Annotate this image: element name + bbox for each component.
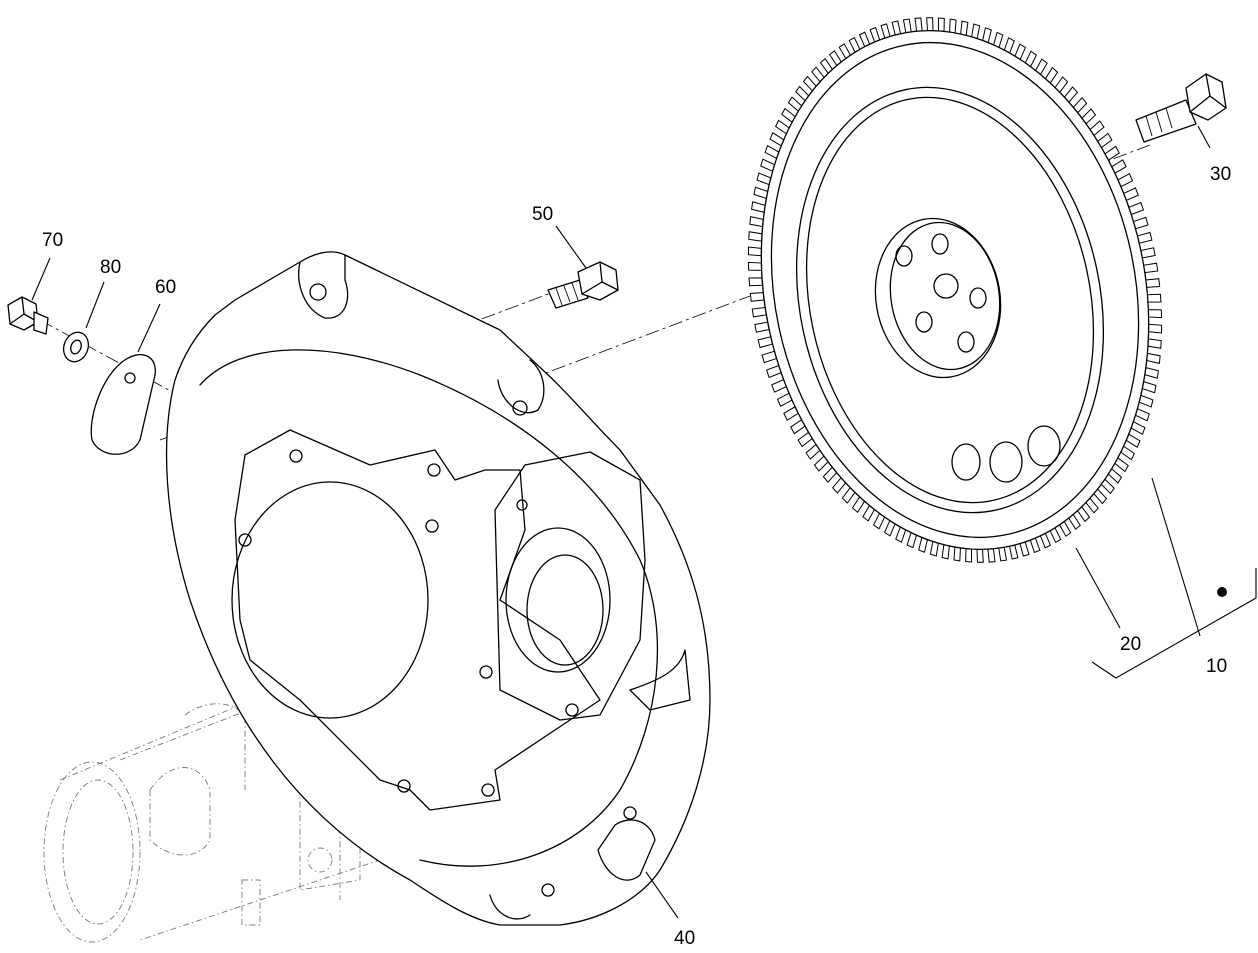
callout-labels: 50 30 70 80 60 20 10 40 [42, 164, 1231, 949]
callout-20: 20 [1120, 634, 1141, 655]
gear-tooth [1136, 231, 1153, 244]
gear-tooth [1019, 541, 1030, 557]
gear-tooth [971, 23, 981, 40]
cover-plate [90, 354, 156, 455]
gear-tooth [880, 23, 891, 39]
gear-tooth [960, 20, 969, 36]
gear-tooth [756, 172, 772, 186]
callout-60: 60 [155, 277, 176, 298]
gear-tooth [754, 321, 770, 333]
bolt-50 [547, 261, 619, 309]
callout-30: 30 [1210, 164, 1231, 185]
gear-tooth [1141, 380, 1157, 394]
gear-tooth [749, 216, 764, 228]
callout-50: 50 [532, 204, 553, 225]
gear-tooth [1147, 338, 1162, 349]
gear-tooth [976, 548, 984, 563]
leader-lines [31, 125, 1211, 919]
gear-tooth [941, 544, 950, 560]
gear-tooth [1144, 367, 1159, 379]
ring-gear-teeth [747, 17, 1163, 563]
callout-70: 70 [42, 230, 63, 251]
bolt-30 [1135, 73, 1227, 143]
gear-tooth [747, 246, 762, 257]
gear-tooth [751, 201, 766, 213]
gear-tooth [757, 336, 774, 349]
gear-tooth [965, 548, 973, 563]
callout-40: 40 [674, 928, 695, 949]
gear-tooth [949, 18, 957, 34]
gear-tooth [998, 546, 1008, 562]
gear-tooth [902, 18, 912, 34]
gear-tooth [751, 306, 767, 318]
gear-tooth [891, 20, 902, 36]
gear-tooth [1145, 278, 1161, 288]
washer [62, 331, 90, 363]
group-bracket [1091, 568, 1257, 679]
callout-10: 10 [1206, 656, 1227, 677]
gear-tooth [953, 546, 961, 562]
gear-tooth [1148, 323, 1163, 334]
gear-tooth [1146, 293, 1162, 303]
gear-tooth [749, 292, 765, 302]
gear-tooth [1008, 544, 1019, 560]
gear-tooth [914, 17, 923, 32]
gear-tooth [937, 17, 945, 32]
gear-tooth [753, 186, 769, 200]
gear-tooth [747, 261, 763, 271]
gear-tooth [1140, 247, 1156, 259]
flywheel-ring-gear [747, 17, 1163, 563]
bolt-70 [7, 296, 49, 335]
gear-tooth [1143, 262, 1159, 274]
gear-tooth [1146, 352, 1161, 364]
gear-tooth [987, 548, 996, 563]
gear-tooth [1147, 309, 1163, 319]
flywheel-housing [165, 251, 711, 926]
callout-80: 80 [100, 257, 121, 278]
gear-tooth [926, 17, 934, 32]
gear-tooth [748, 277, 764, 287]
gear-tooth [929, 540, 939, 557]
gear-tooth [1138, 394, 1154, 408]
gear-tooth [748, 231, 763, 242]
group-marker-dot [1217, 587, 1227, 597]
